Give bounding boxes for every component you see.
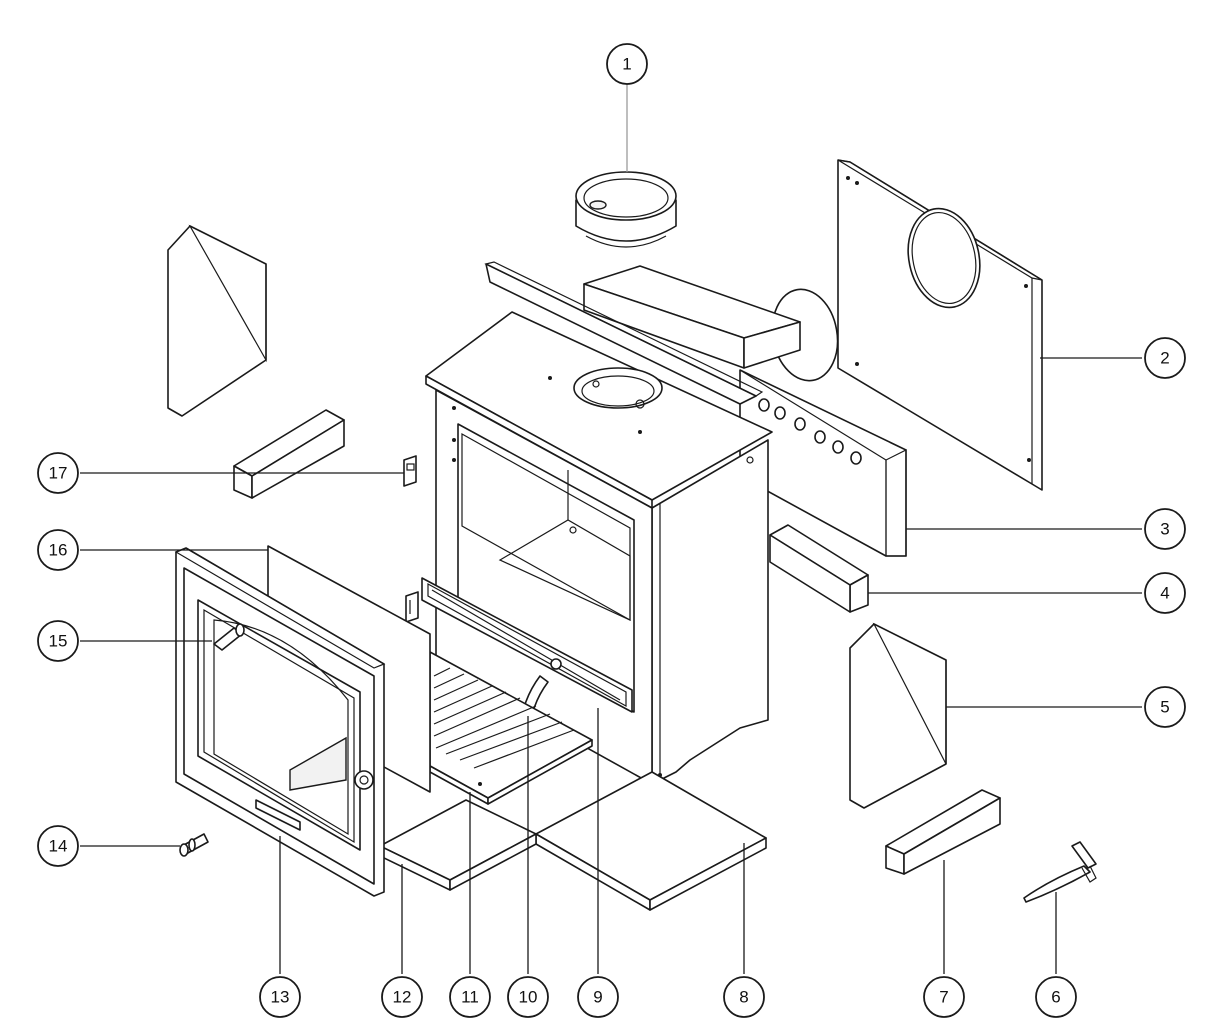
callout-label: 5 [1160, 698, 1169, 717]
callout-label: 1 [622, 55, 631, 74]
callout-label: 12 [393, 988, 412, 1007]
callout-12: 12 [381, 976, 423, 1018]
throat-plate [484, 261, 764, 405]
handle-stud [213, 623, 245, 651]
callout-15: 15 [37, 620, 79, 662]
callout-7: 7 [923, 976, 965, 1018]
hinge-clip [403, 455, 417, 487]
callout-label: 11 [461, 988, 479, 1007]
right-firebrick [849, 622, 947, 809]
callout-10: 10 [507, 976, 549, 1018]
right-firebrick-bar [885, 789, 1001, 875]
side-firebrick-bar [769, 524, 869, 613]
callout-label: 16 [49, 541, 68, 560]
callout-label: 15 [49, 632, 68, 651]
callout-4: 4 [1144, 572, 1186, 614]
operating-tool [1023, 841, 1097, 903]
callout-5: 5 [1144, 686, 1186, 728]
air-wash-bar [405, 577, 633, 713]
callout-11: 11 [449, 976, 491, 1018]
catch-pin [179, 833, 209, 857]
flue-collar [575, 171, 677, 248]
callout-label: 14 [49, 837, 68, 856]
callout-6: 6 [1035, 976, 1077, 1018]
left-firebrick-upper [167, 224, 267, 417]
callout-3: 3 [1144, 508, 1186, 550]
callout-label: 6 [1051, 988, 1060, 1007]
callout-label: 17 [49, 464, 68, 483]
baffle-plate [583, 265, 801, 369]
callout-label: 2 [1160, 349, 1169, 368]
callout-17: 17 [37, 452, 79, 494]
grate [429, 651, 593, 805]
callout-9: 9 [577, 976, 619, 1018]
callout-2: 2 [1144, 337, 1186, 379]
callout-label: 10 [519, 988, 538, 1007]
callout-8: 8 [723, 976, 765, 1018]
callout-label: 7 [939, 988, 948, 1007]
callout-label: 8 [739, 988, 748, 1007]
callout-label: 4 [1160, 584, 1169, 603]
callout-1: 1 [606, 43, 648, 85]
left-firebrick-bar [233, 409, 345, 499]
callout-13: 13 [259, 976, 301, 1018]
callout-16: 16 [37, 529, 79, 571]
rear-firebrick [739, 369, 907, 557]
callout-label: 13 [271, 988, 290, 1007]
leader-lines [80, 84, 1142, 974]
callout-label: 9 [593, 988, 602, 1007]
ashpan [379, 799, 537, 891]
hearth-base-plate [535, 771, 767, 911]
callout-label: 3 [1160, 520, 1169, 539]
back-heat-shield [837, 159, 1043, 491]
callout-14: 14 [37, 825, 79, 867]
